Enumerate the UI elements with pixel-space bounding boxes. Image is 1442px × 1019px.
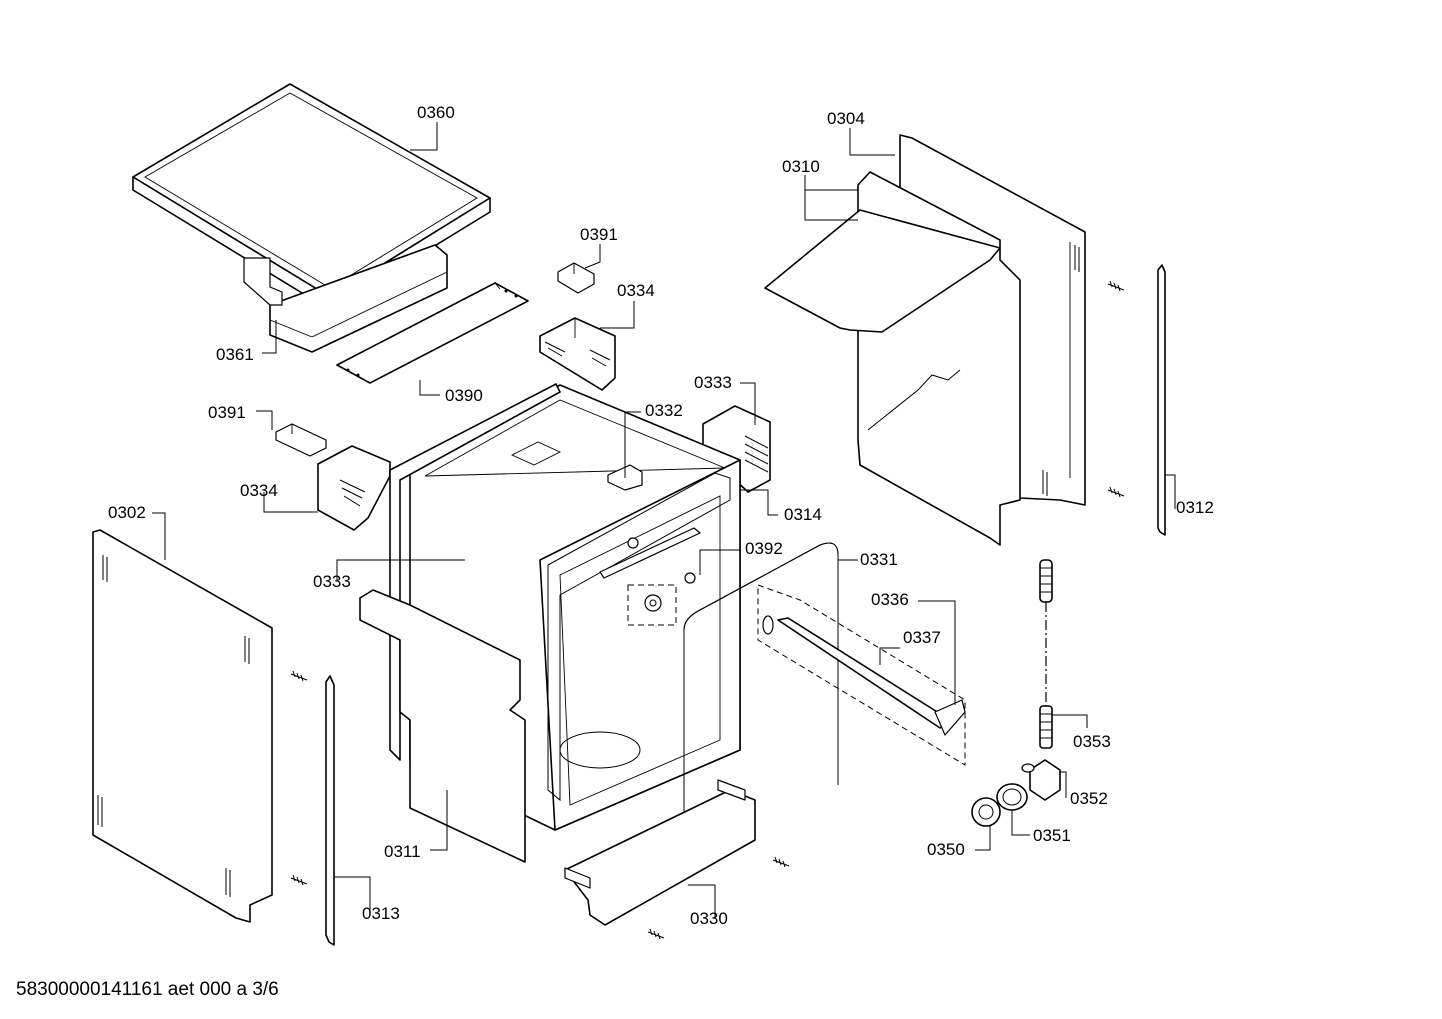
part-0361-insulation-pad <box>243 244 448 353</box>
screw-icon <box>772 856 790 868</box>
callout-0361: 0361 <box>216 345 254 364</box>
part-0350-cap <box>971 797 1001 827</box>
screw-icon <box>647 928 665 940</box>
part-0334-mount-lower <box>317 445 391 531</box>
part-0390-strip <box>336 282 529 384</box>
part-0311-front-panel <box>359 589 526 863</box>
part-0391-bracket-upper <box>557 262 595 294</box>
drawing-reference-code: 58300000141161 aet 000 a 3/6 <box>16 979 279 1000</box>
callout-0392: 0392 <box>745 539 783 558</box>
callout-0310: 0310 <box>782 157 820 176</box>
callout-0302: 0302 <box>108 503 146 522</box>
screw-icon <box>1107 280 1125 292</box>
part-0314-door-frame <box>547 472 731 802</box>
part-0313-edge-strip <box>325 675 335 946</box>
callout-0353: 0353 <box>1073 732 1111 751</box>
part-0330-kickboard <box>564 779 756 926</box>
callout-0390: 0390 <box>445 386 483 405</box>
screw-icon <box>290 874 308 886</box>
callout-0314: 0314 <box>784 505 822 524</box>
part-0310-insulation-mat <box>764 171 1021 546</box>
tub-sump-fitting <box>627 584 677 626</box>
callout-leaders <box>152 122 1176 918</box>
part-0351-nut <box>996 783 1028 811</box>
callout-0391: 0391 <box>580 225 618 244</box>
part-0392-rail <box>599 527 701 584</box>
callout-0330: 0330 <box>690 909 728 928</box>
callout-0331: 0331 <box>860 550 898 569</box>
part-0391-bracket-lower <box>275 423 327 457</box>
callout-0304: 0304 <box>827 109 865 128</box>
callout-0334: 0334 <box>240 481 278 500</box>
callout-0350: 0350 <box>927 840 965 859</box>
screw-icon <box>1107 486 1125 498</box>
part-0337-hinge-bar <box>757 584 966 766</box>
part-0302-side-panel-left <box>92 529 273 923</box>
part-0334-mount-upper <box>539 317 616 391</box>
callout-0312: 0312 <box>1176 498 1214 517</box>
part-0312-edge-strip <box>1157 264 1166 536</box>
callout-0337: 0337 <box>903 628 941 647</box>
callout-0313: 0313 <box>362 904 400 923</box>
callout-0360: 0360 <box>417 103 455 122</box>
callout-0311: 0311 <box>384 842 421 861</box>
callout-0333: 0333 <box>313 572 351 591</box>
callout-0351: 0351 <box>1033 826 1071 845</box>
callout-0336: 0336 <box>871 590 909 609</box>
callout-0333: 0333 <box>694 373 732 392</box>
callout-0332: 0332 <box>645 401 683 420</box>
callout-0352: 0352 <box>1070 789 1108 808</box>
part-0331-door-seal-frame <box>683 542 839 870</box>
callout-0391: 0391 <box>208 403 246 422</box>
part-0352-hose-connector <box>1021 759 1061 801</box>
part-0353-hose-sleeve <box>1039 559 1053 749</box>
screw-icon <box>290 670 308 682</box>
callout-0334: 0334 <box>617 281 655 300</box>
